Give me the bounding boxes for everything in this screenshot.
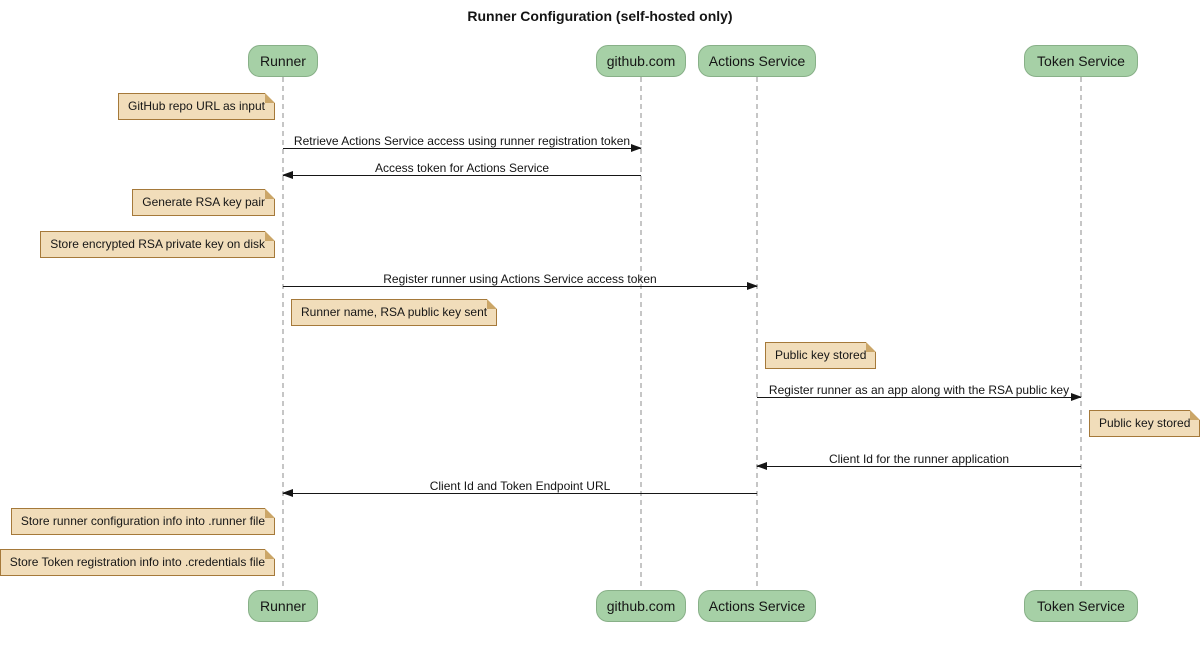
note-6: Public key stored (1089, 410, 1200, 437)
arrowhead-icon (747, 282, 758, 290)
message-arrow-4: Register runner as an app along with the… (757, 383, 1082, 401)
lifeline-actions (756, 77, 758, 590)
message-label: Client Id for the runner application (828, 452, 1010, 466)
note-5: Public key stored (765, 342, 877, 369)
participant-github-bottom: github.com (596, 590, 686, 622)
arrowhead-icon (1071, 393, 1082, 401)
note-7: Store runner configuration info into .ru… (10, 508, 276, 535)
participant-runner-bottom: Runner (248, 590, 318, 622)
lifeline-token (1080, 77, 1082, 590)
participant-runner-top: Runner (248, 45, 318, 77)
note-8: Store Token registration info into .cred… (0, 549, 276, 576)
message-arrow-1: Retrieve Actions Service access using ru… (283, 134, 642, 152)
lifeline-runner (282, 77, 284, 590)
note-3: Store encrypted RSA private key on disk (40, 231, 275, 258)
participant-token-top: Token Service (1024, 45, 1138, 77)
arrowhead-icon (756, 462, 767, 470)
arrowhead-icon (282, 171, 293, 179)
arrowhead-icon (282, 489, 293, 497)
participant-actions-bottom: Actions Service (698, 590, 816, 622)
lifeline-github (640, 77, 642, 590)
message-arrow-2: Access token for Actions Service (282, 161, 641, 179)
message-arrow-5: Client Id for the runner application (756, 452, 1081, 470)
note-2: Generate RSA key pair (132, 189, 275, 216)
participant-token-bottom: Token Service (1024, 590, 1138, 622)
note-4: Runner name, RSA public key sent (291, 299, 498, 326)
message-label: Register runner as an app along with the… (768, 383, 1070, 397)
note-1: GitHub repo URL as input (118, 93, 275, 120)
message-label: Client Id and Token Endpoint URL (429, 479, 611, 493)
arrowhead-icon (631, 144, 642, 152)
message-label: Retrieve Actions Service access using ru… (293, 134, 631, 148)
participant-actions-top: Actions Service (698, 45, 816, 77)
message-label: Access token for Actions Service (374, 161, 550, 175)
message-label: Register runner using Actions Service ac… (383, 272, 657, 286)
participant-github-top: github.com (596, 45, 686, 77)
diagram-title: Runner Configuration (self-hosted only) (467, 8, 733, 24)
message-arrow-3: Register runner using Actions Service ac… (283, 272, 758, 290)
message-arrow-6: Client Id and Token Endpoint URL (282, 479, 757, 497)
